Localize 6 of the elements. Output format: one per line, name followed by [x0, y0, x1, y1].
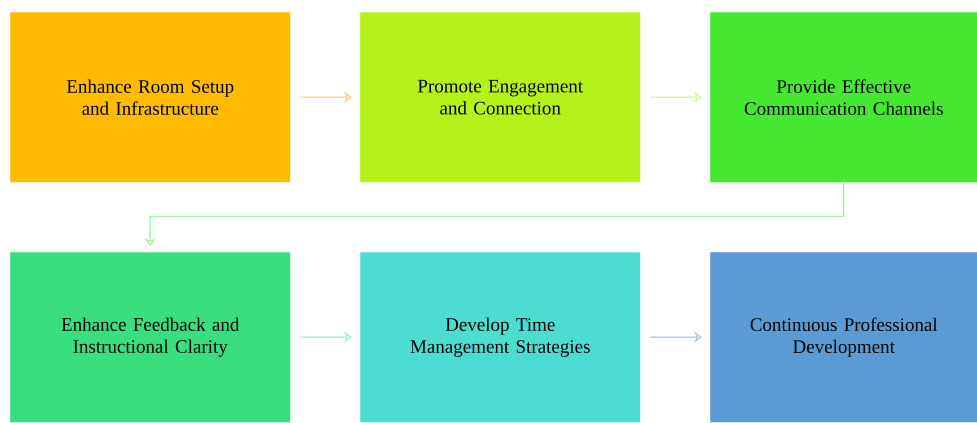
process-box: Develop Time Management Strategies	[360, 252, 640, 422]
process-box: Continuous Professional Development	[710, 252, 977, 422]
process-box: Enhance Room Setup and Infrastructure	[10, 12, 290, 182]
process-box: Enhance Feedback and Instructional Clarity	[10, 252, 290, 422]
process-box: Promote Engagement and Connection	[360, 12, 640, 182]
process-box: Provide Effective Communication Channels	[710, 12, 977, 182]
